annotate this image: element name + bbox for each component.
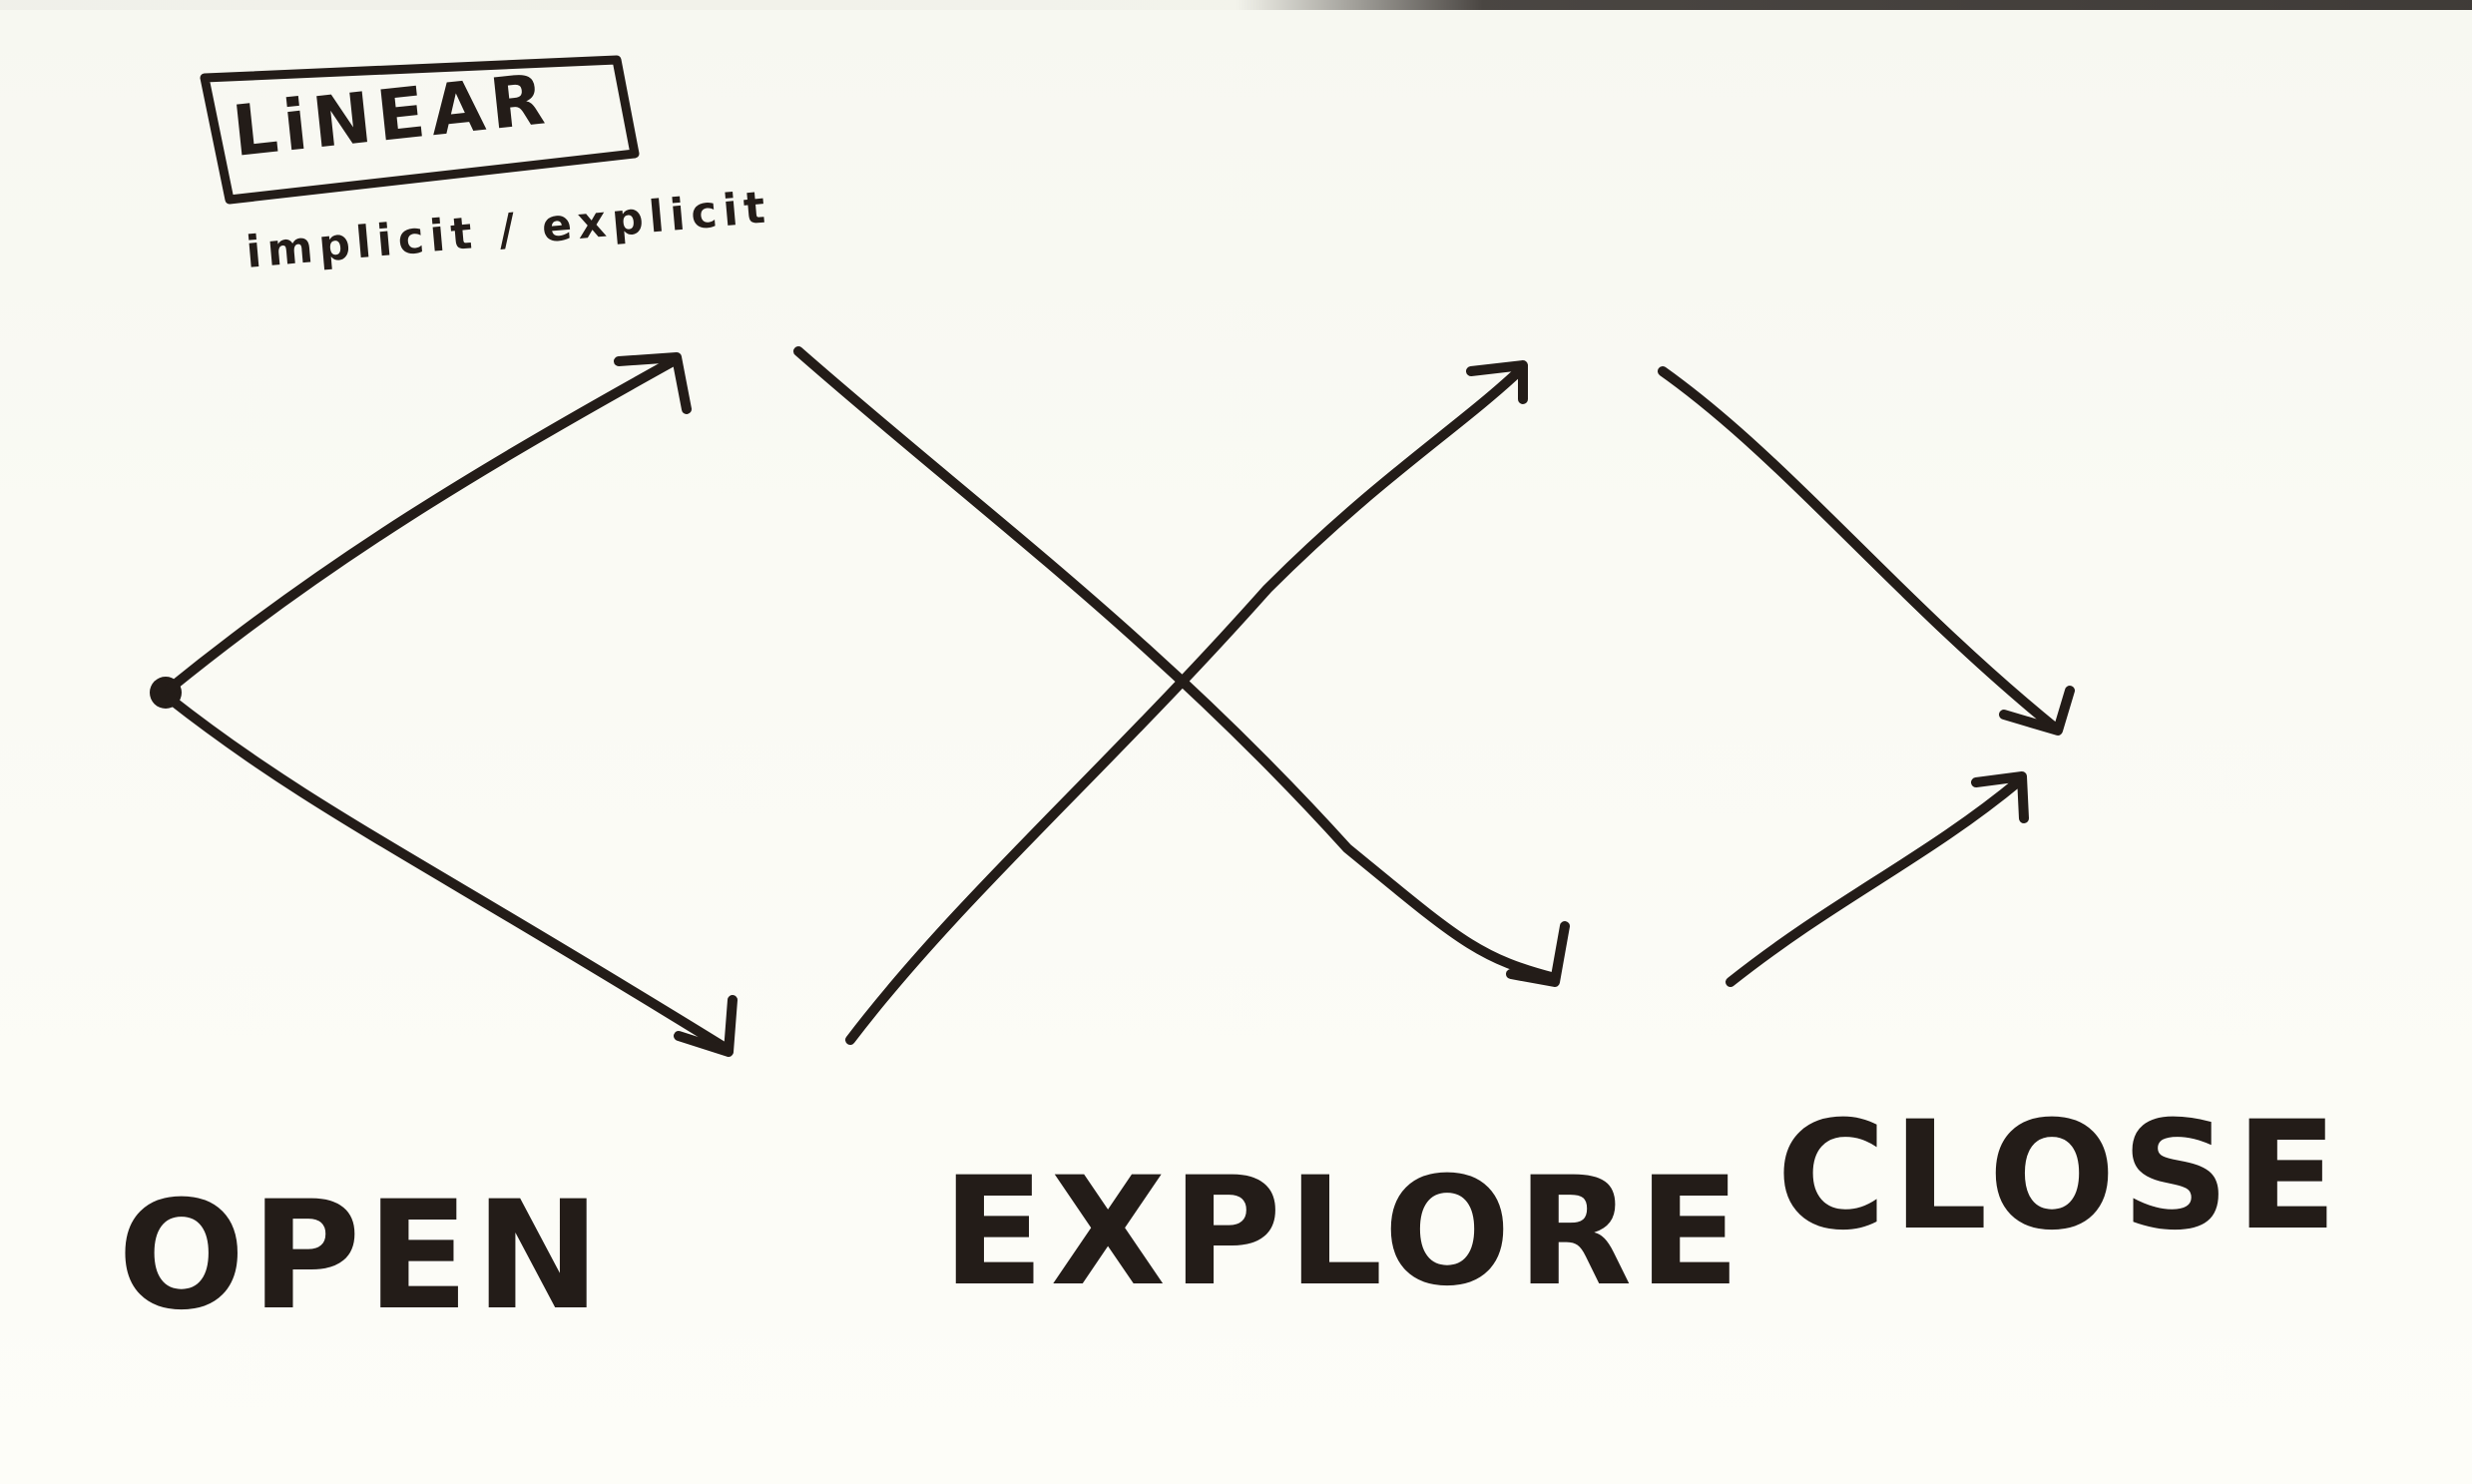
close-converge bbox=[1658, 366, 2075, 987]
open-lower-arrow bbox=[165, 694, 734, 1055]
explore-cross bbox=[793, 346, 1570, 1045]
subtitle-text: implicit / explicit bbox=[245, 182, 773, 278]
close-lower-arrowhead bbox=[1971, 771, 2029, 823]
open-diverge bbox=[150, 352, 738, 1057]
explore-up-arrowhead bbox=[1466, 360, 1528, 404]
open-lower-arrowhead bbox=[674, 995, 738, 1057]
close-upper-arrowhead bbox=[1999, 686, 2075, 736]
label-close: CLOSE bbox=[1776, 1090, 2343, 1263]
close-upper-arrow bbox=[1658, 366, 2061, 734]
explore-up-arrow bbox=[845, 366, 1524, 1045]
open-upper-arrowhead bbox=[614, 352, 692, 414]
label-open: OPEN bbox=[118, 1170, 606, 1343]
label-explore: EXPLORE bbox=[942, 1146, 1746, 1319]
explore-down-arrow bbox=[793, 346, 1560, 983]
close-lower-arrow bbox=[1726, 775, 2025, 987]
explore-down-arrowhead bbox=[1506, 921, 1570, 987]
open-upper-arrow bbox=[165, 354, 682, 694]
card-top-edge bbox=[0, 0, 2472, 10]
title-box: LiNEAR bbox=[200, 55, 640, 205]
title-box-border bbox=[200, 55, 640, 205]
